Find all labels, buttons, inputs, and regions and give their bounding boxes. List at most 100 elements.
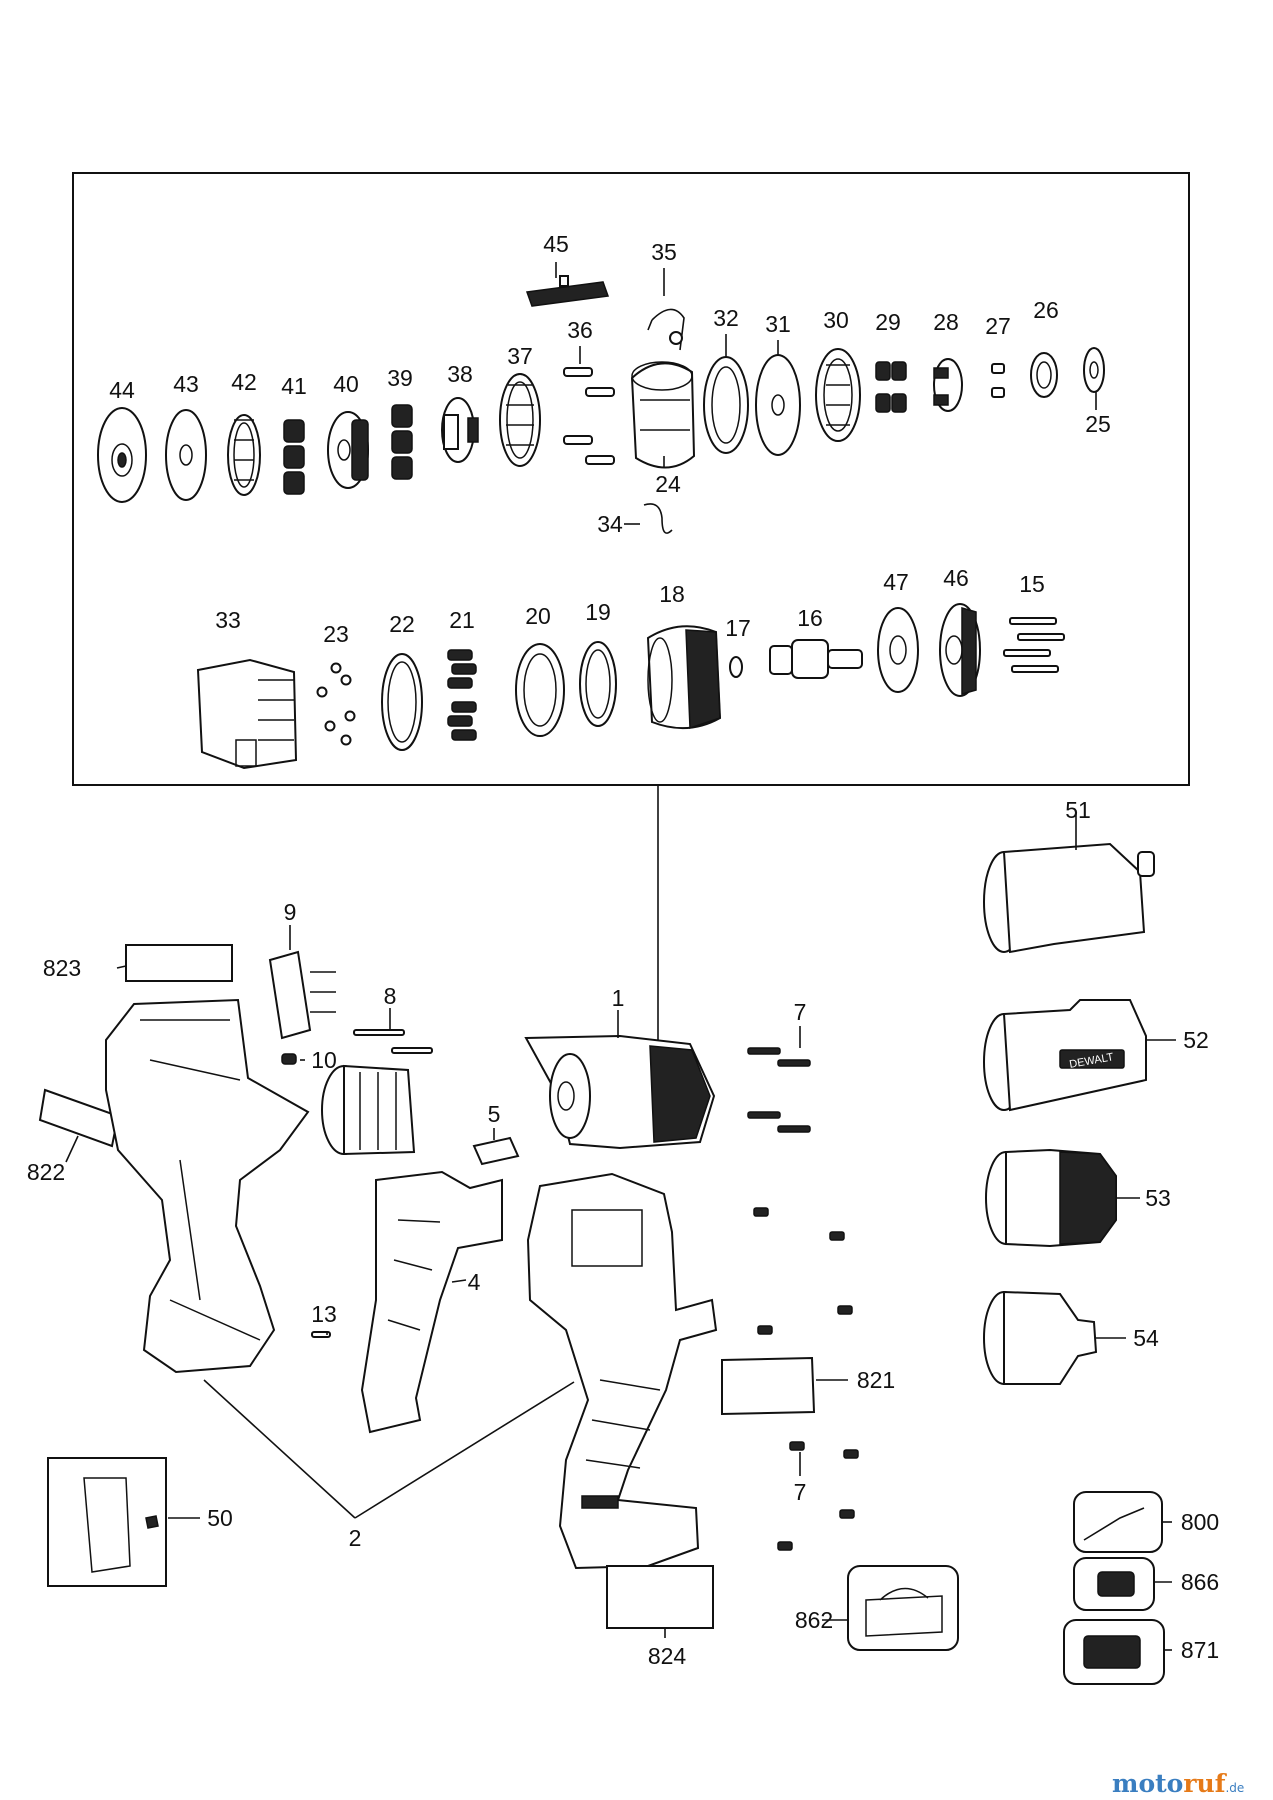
svg-text:motoruf.de: motoruf.de [1112,1769,1244,1798]
label-51: 51 [1065,797,1091,823]
label-7-bottom: 7 [794,1479,807,1505]
part-4-switch-module [360,1170,503,1434]
label-823: 823 [43,955,81,981]
part-19-ring [579,641,617,727]
label-866: 866 [1181,1569,1219,1595]
part-37-ring-gear [499,373,541,467]
gearbox-detail-frame [72,172,1190,786]
label-24: 24 [655,471,681,497]
watermark: motoruf.de [1112,1769,1244,1798]
label-10: 10 [311,1047,337,1073]
part-52-right-angle-attachment: DEWALT [983,999,1147,1112]
part-21-springs [447,649,477,741]
part-number-labels: 45 35 36 32 31 30 29 28 27 26 25 44 43 4… [27,231,1219,1669]
part-motor [321,1064,416,1156]
part-13-pin [311,1331,331,1338]
part-2-housing-left [105,998,310,1374]
part-26-nut [1030,352,1058,398]
part-38-carrier [441,397,479,463]
part-22-spring-washer [381,653,423,751]
part-53-keyless-chuck [985,1148,1117,1248]
label-871: 871 [1181,1637,1219,1663]
part-35-clip [647,308,685,351]
part-27-pins [991,363,1005,398]
label-30: 30 [823,307,849,333]
part-24-housing [630,361,696,469]
label-41: 41 [281,373,307,399]
label-862: 862 [795,1607,833,1633]
label-27: 27 [985,313,1011,339]
part-871-box [1063,1619,1165,1685]
label-34: 34 [597,511,623,537]
watermark-part2: ruf [1183,1769,1227,1798]
label-17: 17 [725,615,751,641]
label-822: 822 [27,1159,65,1185]
label-36: 36 [567,317,593,343]
label-2: 2 [349,1525,362,1551]
label-824: 824 [648,1643,687,1669]
part-862-box [847,1565,959,1651]
part-29-planet-gears [875,361,907,413]
part-1-gearbox-assembly [524,1034,716,1150]
label-21: 21 [449,607,475,633]
label-29: 29 [875,309,901,335]
part-42-ring-gear [227,414,261,496]
label-39: 39 [387,365,413,391]
part-866-box [1073,1557,1155,1611]
part-39-planet-gears [391,404,413,480]
part-33-gear-housing [196,658,298,770]
label-40: 40 [333,371,359,397]
part-40-carrier [327,411,369,489]
part-36-pins [563,367,615,465]
part-5-clip [472,1136,520,1166]
part-41-planet-gears [283,419,305,495]
label-45: 45 [543,231,569,257]
label-15: 15 [1019,571,1045,597]
part-17-washer [729,656,743,678]
label-33: 33 [215,607,241,633]
label-22: 22 [389,611,415,637]
label-19: 19 [585,599,611,625]
label-32: 32 [713,305,739,331]
label-800: 800 [1181,1509,1219,1535]
part-824-label [606,1565,714,1629]
part-20-clutch-ring [515,643,565,737]
label-8: 8 [384,983,397,1009]
label-23: 23 [323,621,349,647]
watermark-part1: moto [1112,1769,1183,1798]
part-25-washer [1083,347,1105,393]
part-46-chuck-body [939,603,981,697]
label-9: 9 [284,899,297,925]
label-20: 20 [525,603,551,629]
part-823-label [125,944,233,982]
label-38: 38 [447,361,473,387]
label-53: 53 [1145,1185,1171,1211]
part-44-gearcase-cover [97,407,147,503]
label-18: 18 [659,581,685,607]
label-821: 821 [857,1367,895,1393]
part-15-screws [1003,617,1065,673]
watermark-suffix: .de [1225,1781,1244,1795]
part-23-balls [316,662,356,746]
label-26: 26 [1033,297,1059,323]
part-54-impact-attachment [983,1290,1098,1385]
label-37: 37 [507,343,533,369]
part-47-plate [877,607,919,693]
label-42: 42 [231,369,257,395]
part-51-offset-attachment [983,842,1155,954]
label-52: 52 [1183,1027,1209,1053]
part-822-label [38,1088,120,1148]
label-43: 43 [173,371,199,397]
label-1: 1 [612,985,625,1011]
label-5: 5 [488,1101,501,1127]
label-16: 16 [797,605,823,631]
part-18-clutch-collar [646,625,722,730]
leader-lines [65,262,1176,1651]
part-45-slider [525,275,610,307]
label-13: 13 [311,1301,337,1327]
part-7-screws-top [747,1047,811,1133]
label-54: 54 [1133,1325,1159,1351]
label-4: 4 [468,1269,481,1295]
part-9-switch-cap [268,950,336,1040]
